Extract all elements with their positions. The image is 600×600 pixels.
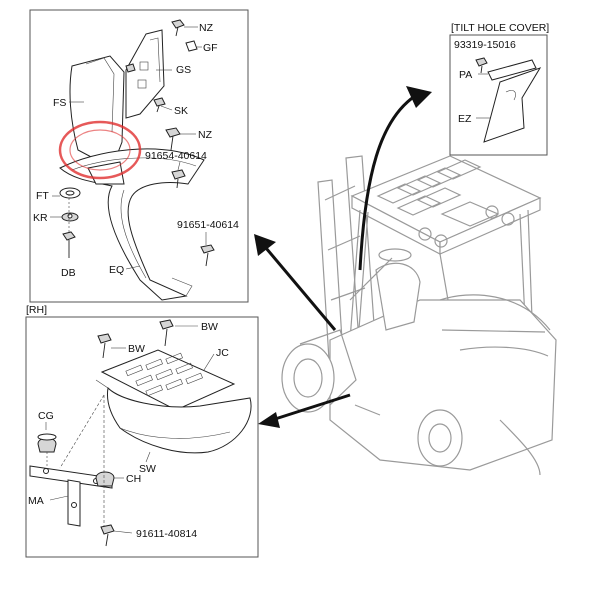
- label-sk: SK: [174, 105, 188, 117]
- label-gs: GS: [176, 64, 191, 76]
- rh-panel-parts: [29, 319, 252, 547]
- upper-panel-frame: [29, 9, 249, 303]
- label-ft: FT: [36, 190, 49, 202]
- tilt-hole-cover-parts: [475, 57, 542, 143]
- leader-lines: [45, 26, 490, 534]
- label-db: DB: [61, 267, 76, 279]
- label-tilt-hole-cover-title: [TILT HOLE COVER]: [451, 22, 549, 34]
- label-91654-40614: 91654-40614: [145, 150, 207, 162]
- label-jc: JC: [216, 347, 229, 359]
- label-kr: KR: [33, 212, 48, 224]
- label-rh: [RH]: [26, 304, 47, 316]
- label-91651-40614: 91651-40614: [177, 219, 239, 231]
- tilt-hole-cover-frame: [449, 34, 548, 156]
- label-nz-top: NZ: [199, 22, 214, 34]
- rh-panel-frame: [25, 316, 259, 558]
- label-nz-mid: NZ: [198, 129, 213, 141]
- label-93319-15016: 93319-15016: [454, 39, 516, 51]
- label-sw: SW: [139, 463, 156, 475]
- label-ma: MA: [28, 495, 44, 507]
- label-pa: PA: [459, 69, 472, 81]
- label-bw-1: BW: [128, 343, 145, 355]
- upper-panel-parts: [58, 19, 215, 301]
- label-ez: EZ: [458, 113, 472, 125]
- pointer-arrows: [254, 86, 432, 428]
- label-fs: FS: [53, 97, 66, 109]
- label-gf: GF: [203, 42, 218, 54]
- label-91611-40814: 91611-40814: [136, 528, 197, 540]
- label-eq: EQ: [109, 264, 124, 276]
- label-bw-2: BW: [201, 321, 218, 333]
- label-cg: CG: [38, 410, 54, 422]
- label-ch: CH: [126, 473, 141, 485]
